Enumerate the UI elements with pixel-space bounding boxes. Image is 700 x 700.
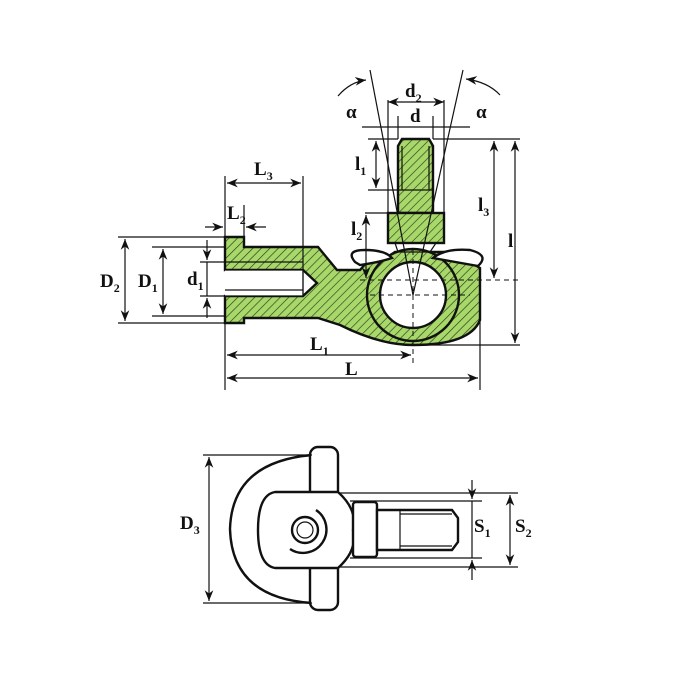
label-S2: S2	[515, 516, 532, 540]
label-d1: d1	[187, 269, 204, 293]
alpha-ray-left	[369, 69, 414, 296]
ball-inner-circle	[296, 521, 314, 539]
label-D3: D3	[180, 513, 200, 537]
side-view: α d2 d α l1 l3 l L3 L2 l2 D2 D1 d1 L1 L	[100, 69, 520, 390]
label-D1: D1	[138, 271, 158, 295]
label-L1: L1	[310, 334, 329, 358]
ball-arc	[289, 509, 328, 555]
stud-neck	[394, 242, 437, 253]
alpha-arc-left	[337, 77, 367, 97]
alpha-ray-right	[412, 69, 464, 296]
hex-collar-top	[351, 500, 379, 559]
label-alpha-left: α	[346, 102, 357, 123]
alpha-arc-right	[465, 76, 501, 96]
hex-collar	[386, 211, 446, 245]
ball-circle	[290, 515, 320, 545]
label-alpha-right: α	[476, 102, 487, 123]
stud-thread-top	[375, 508, 460, 552]
label-L3: L3	[254, 159, 273, 183]
label-l2: l2	[351, 219, 362, 243]
label-S1: S1	[474, 516, 491, 540]
label-d: d	[410, 106, 421, 127]
top-view: D3 S1 S2	[180, 445, 532, 612]
threaded-stud	[396, 137, 435, 215]
label-l: l	[508, 231, 513, 252]
label-l3: l3	[478, 195, 489, 219]
label-L: L	[345, 359, 358, 380]
eye-head	[256, 490, 356, 570]
label-l1: l1	[355, 154, 366, 178]
label-d2: d2	[405, 81, 422, 105]
bore	[225, 270, 303, 296]
label-L2: L2	[227, 203, 246, 227]
label-D2: D2	[100, 271, 120, 295]
rubber-boot	[350, 248, 484, 268]
